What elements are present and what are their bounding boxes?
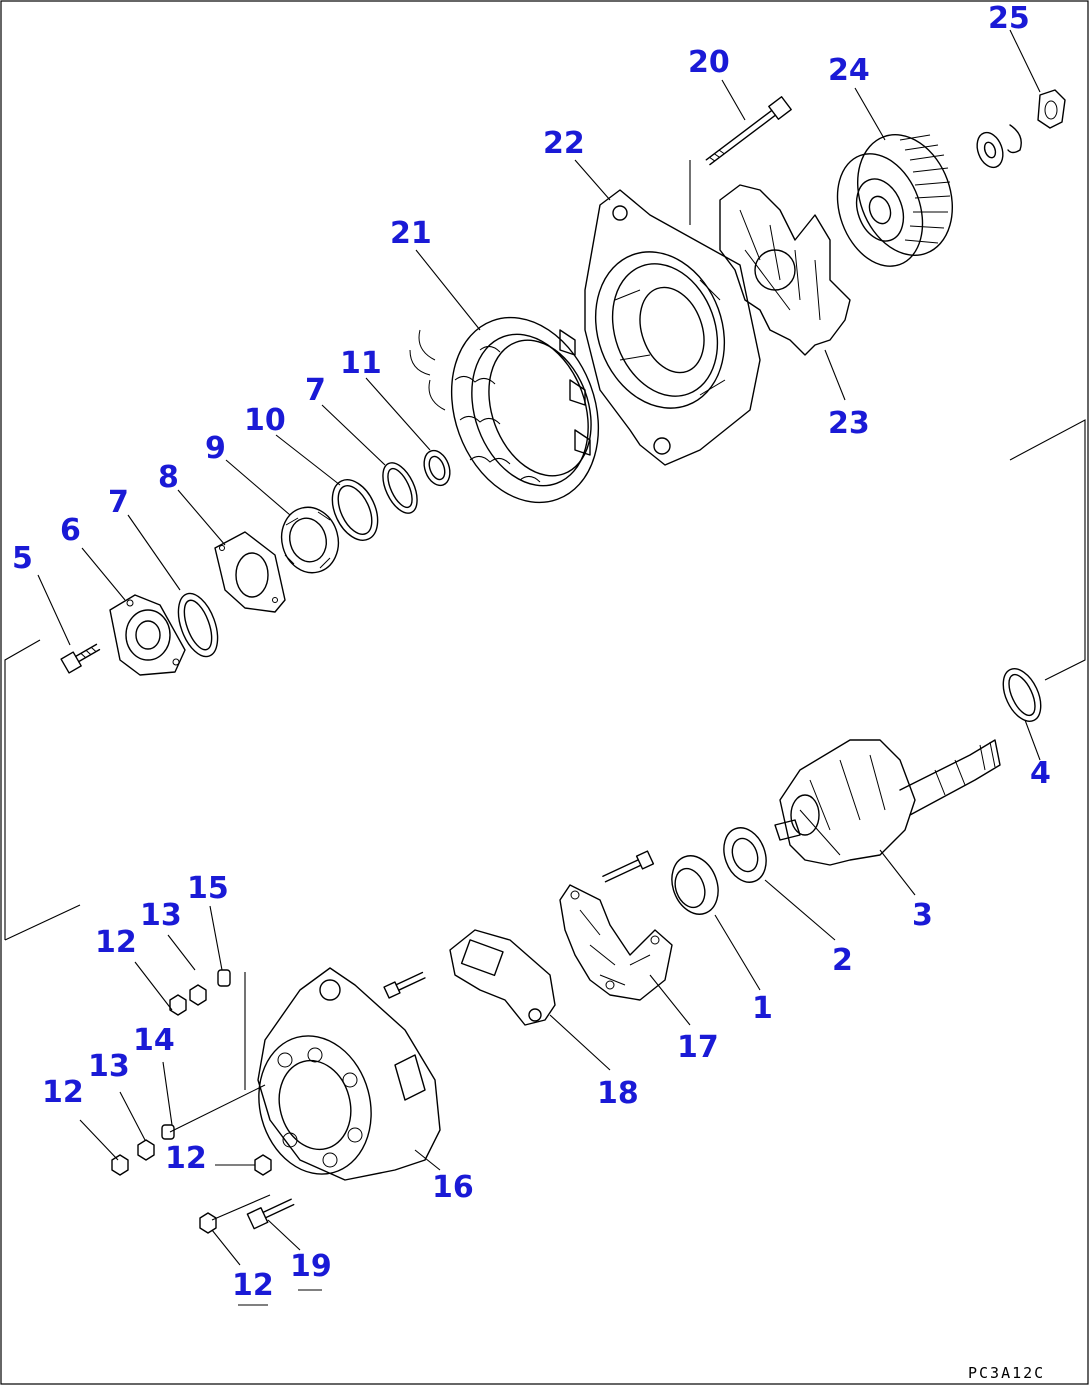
callout-12b: 12 — [42, 1075, 84, 1110]
callout-12a: 12 — [95, 925, 137, 960]
callout-20: 20 — [688, 45, 730, 80]
callout-7b: 7 — [305, 373, 326, 408]
part-6-cover-plate — [109, 594, 186, 676]
part-21-stator — [409, 316, 600, 504]
callout-13b: 13 — [88, 1049, 130, 1084]
callout-10: 10 — [244, 403, 286, 438]
callout-5: 5 — [12, 541, 33, 576]
callout-15: 15 — [187, 871, 229, 906]
callout-14: 14 — [133, 1023, 175, 1058]
callout-25: 25 — [988, 1, 1030, 36]
part-24-pulley — [836, 134, 954, 267]
callout-4: 4 — [1030, 756, 1051, 791]
callout-16: 16 — [432, 1170, 474, 1205]
callout-12d: 12 — [232, 1268, 274, 1303]
part-1-bearing-ring — [671, 855, 719, 915]
part-10-ring — [331, 479, 379, 541]
part-22-front-housing — [584, 189, 761, 466]
part-washer-ring — [976, 124, 1022, 169]
callout-11: 11 — [340, 346, 382, 381]
part-9-bearing — [280, 506, 340, 574]
part-18-bolt — [383, 971, 426, 999]
part-11-ring — [423, 449, 451, 487]
part-20-bolt — [705, 96, 792, 166]
part-2-bearing — [723, 827, 767, 883]
part-8-plate — [214, 531, 286, 613]
callout-18: 18 — [597, 1076, 639, 1111]
part-17-bolt — [602, 850, 655, 883]
callout-24: 24 — [828, 53, 870, 88]
part-18-regulator — [449, 929, 556, 1026]
part-7-ring-a — [177, 592, 219, 658]
callout-19: 19 — [290, 1249, 332, 1284]
part-16-rear-housing — [257, 967, 441, 1181]
part-5-bolt — [60, 643, 101, 674]
callout-17: 17 — [677, 1030, 719, 1065]
part-4-ring — [1002, 668, 1042, 722]
callout-3: 3 — [912, 898, 933, 933]
callout-22: 22 — [543, 126, 585, 161]
part-3-rotor — [774, 739, 1001, 866]
part-17-rectifier — [559, 884, 673, 1001]
callout-9: 9 — [205, 431, 226, 466]
callout-13a: 13 — [140, 898, 182, 933]
callout-21: 21 — [390, 216, 432, 251]
callout-23: 23 — [828, 406, 870, 441]
figure-code: PC3A12C — [968, 1364, 1045, 1382]
callout-8: 8 — [158, 460, 179, 495]
leader-lines — [4, 29, 1086, 1306]
callout-7a: 7 — [108, 485, 129, 520]
part-19-bolt — [246, 1198, 295, 1230]
part-25-nut — [1037, 89, 1066, 129]
callout-12c: 12 — [165, 1141, 207, 1176]
part-7-ring-b — [382, 462, 418, 514]
callout-2: 2 — [832, 943, 853, 978]
part-small-fasteners — [111, 969, 272, 1234]
callout-6: 6 — [60, 513, 81, 548]
callout-1: 1 — [752, 991, 773, 1026]
callout-labels: 1 2 3 4 5 6 7 7 8 9 10 11 12 12 12 12 13… — [12, 1, 1051, 1303]
part-23-fan — [719, 184, 851, 356]
